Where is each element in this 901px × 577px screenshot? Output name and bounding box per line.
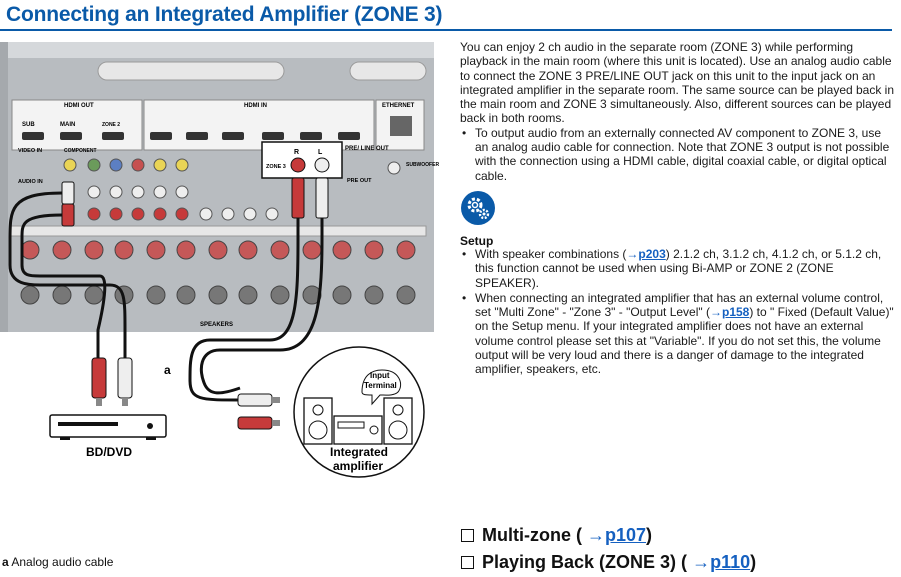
hdmi-out-main-port bbox=[60, 132, 82, 140]
input-terminal-label-1: Input bbox=[370, 371, 390, 380]
caption-letter: a bbox=[2, 555, 9, 569]
input-terminal-label-2: Terminal bbox=[364, 381, 397, 390]
zone3-l-jack bbox=[314, 157, 330, 173]
intro-section: You can enjoy 2 ch audio in the separate… bbox=[460, 40, 895, 183]
related-links: Multi-zone ( →p107) Playing Back (ZONE 3… bbox=[461, 522, 756, 576]
link-p158[interactable]: p158 bbox=[721, 305, 750, 320]
subwoofer-label: SUBWOOFER bbox=[406, 162, 439, 168]
cable-zone3-red bbox=[188, 218, 300, 402]
pre-line-out-label: PRE/ LINE OUT bbox=[345, 146, 389, 152]
panel-edge bbox=[0, 42, 8, 332]
cable-label-a: a bbox=[164, 363, 171, 377]
link-playing-back-zone3[interactable]: Playing Back (ZONE 3) ( →p110) bbox=[461, 549, 756, 576]
square-bullet-icon bbox=[461, 529, 474, 542]
cable-zone3-white bbox=[199, 218, 324, 395]
hdmi-in-label: HDMI IN bbox=[244, 103, 267, 109]
zone3-label: ZONE 3 bbox=[266, 164, 286, 170]
amplifier-plugs bbox=[237, 393, 280, 430]
link-arrow: → bbox=[626, 247, 639, 261]
cable-source-red bbox=[20, 213, 107, 360]
link-arrow: → bbox=[587, 525, 605, 545]
integrated-amp-label-1: Integrated bbox=[330, 445, 388, 459]
setup-gear-icon bbox=[461, 191, 495, 225]
component-label: COMPONENT bbox=[64, 148, 97, 154]
close-paren: ) bbox=[646, 525, 653, 545]
bd-dvd-label: BD/DVD bbox=[86, 445, 132, 459]
hdmi-out-sub-port bbox=[22, 132, 44, 140]
intro-bullet-text: To output audio from an externally conne… bbox=[475, 125, 890, 183]
pre-out-label: PRE OUT bbox=[347, 178, 372, 184]
setup-bullet2-pre: When connecting an integrated amplifier … bbox=[475, 290, 884, 320]
zone2-out-label: ZONE 2 bbox=[102, 122, 120, 128]
page-title: Connecting an Integrated Amplifier (ZONE… bbox=[6, 3, 443, 26]
setup-heading: Setup bbox=[460, 234, 494, 248]
diagram-svg: HDMI OUT SUB MAIN ZONE 2 HDMI IN ETHERNE… bbox=[0, 42, 439, 478]
bd-dvd-plugs bbox=[91, 357, 133, 406]
sub-label: SUB bbox=[22, 122, 35, 128]
caption-text: Analog audio cable bbox=[11, 555, 114, 569]
link-p203[interactable]: p203 bbox=[638, 247, 666, 261]
panel-top-strip bbox=[0, 42, 434, 58]
title-underline bbox=[0, 29, 892, 31]
hdmi-out-label: HDMI OUT bbox=[64, 103, 94, 109]
link-multi-zone[interactable]: Multi-zone ( →p107) bbox=[461, 522, 756, 549]
source-plugs bbox=[61, 181, 75, 227]
intro-bullet: • To output audio from an externally con… bbox=[460, 126, 895, 183]
playing-back-label: Playing Back (ZONE 3) ( bbox=[482, 552, 688, 572]
ethernet-label: ETHERNET bbox=[382, 103, 415, 109]
figure-caption: a Analog audio cable bbox=[2, 555, 113, 569]
square-bullet-icon bbox=[461, 556, 474, 569]
bullet-dot: • bbox=[462, 125, 467, 140]
speakers-label: SPEAKERS bbox=[200, 322, 233, 328]
hdmi-in-ports bbox=[150, 132, 360, 140]
connection-diagram: HDMI OUT SUB MAIN ZONE 2 HDMI IN ETHERNE… bbox=[0, 40, 440, 480]
hdmi-out-zone2-port bbox=[102, 132, 124, 140]
video-jacks bbox=[63, 158, 189, 172]
link-p110[interactable]: p110 bbox=[710, 552, 751, 572]
bullet-dot: • bbox=[462, 290, 467, 305]
link-arrow: → bbox=[692, 552, 711, 572]
link-p107[interactable]: p107 bbox=[605, 525, 647, 545]
audio-in-label: AUDIO IN bbox=[18, 179, 43, 185]
panel-handle-right bbox=[349, 61, 427, 81]
setup-bullet2-post: ) to " Fixed (Default Value)" on the Set… bbox=[475, 305, 894, 377]
bullet-dot: • bbox=[462, 247, 467, 261]
speaker-labels-bar bbox=[9, 225, 427, 237]
setup-bullet-1: • With speaker combinations (→p203) 2.1.… bbox=[460, 247, 895, 290]
input-terminal-bubble bbox=[361, 369, 402, 406]
setup-bullet-2: • When connecting an integrated amplifie… bbox=[460, 291, 895, 377]
close-paren: ) bbox=[750, 552, 757, 572]
subwoofer-jack bbox=[387, 161, 401, 175]
setup-section: • With speaker combinations (→p203) 2.1.… bbox=[460, 247, 895, 377]
intro-paragraph: You can enjoy 2 ch audio in the separate… bbox=[460, 40, 895, 126]
bd-dvd-player-icon bbox=[49, 414, 167, 440]
setup-bullet1-post: ) 2.1.2 ch, 3.1.2 ch, 4.1.2 ch, or 5.1.2… bbox=[475, 247, 882, 290]
integrated-amplifier-icon bbox=[303, 397, 413, 445]
zone3-r-label: R bbox=[294, 149, 299, 156]
hdmi-out-block bbox=[11, 99, 143, 151]
link-arrow: → bbox=[709, 305, 722, 320]
multi-zone-label: Multi-zone ( bbox=[482, 525, 582, 545]
zone3-l-label: L bbox=[318, 149, 323, 156]
setup-bullet1-pre: With speaker combinations ( bbox=[475, 247, 627, 261]
ethernet-port bbox=[390, 116, 412, 136]
main-label: MAIN bbox=[60, 122, 75, 128]
zone3-r-jack bbox=[290, 157, 306, 173]
video-in-label: VIDEO IN bbox=[18, 148, 42, 154]
cable-source-white bbox=[8, 191, 127, 360]
panel-handle-left bbox=[97, 61, 285, 81]
speaker-terminals bbox=[20, 240, 416, 305]
integrated-amp-label-2: amplifier bbox=[333, 459, 383, 473]
audio-in-jacks bbox=[87, 185, 279, 221]
